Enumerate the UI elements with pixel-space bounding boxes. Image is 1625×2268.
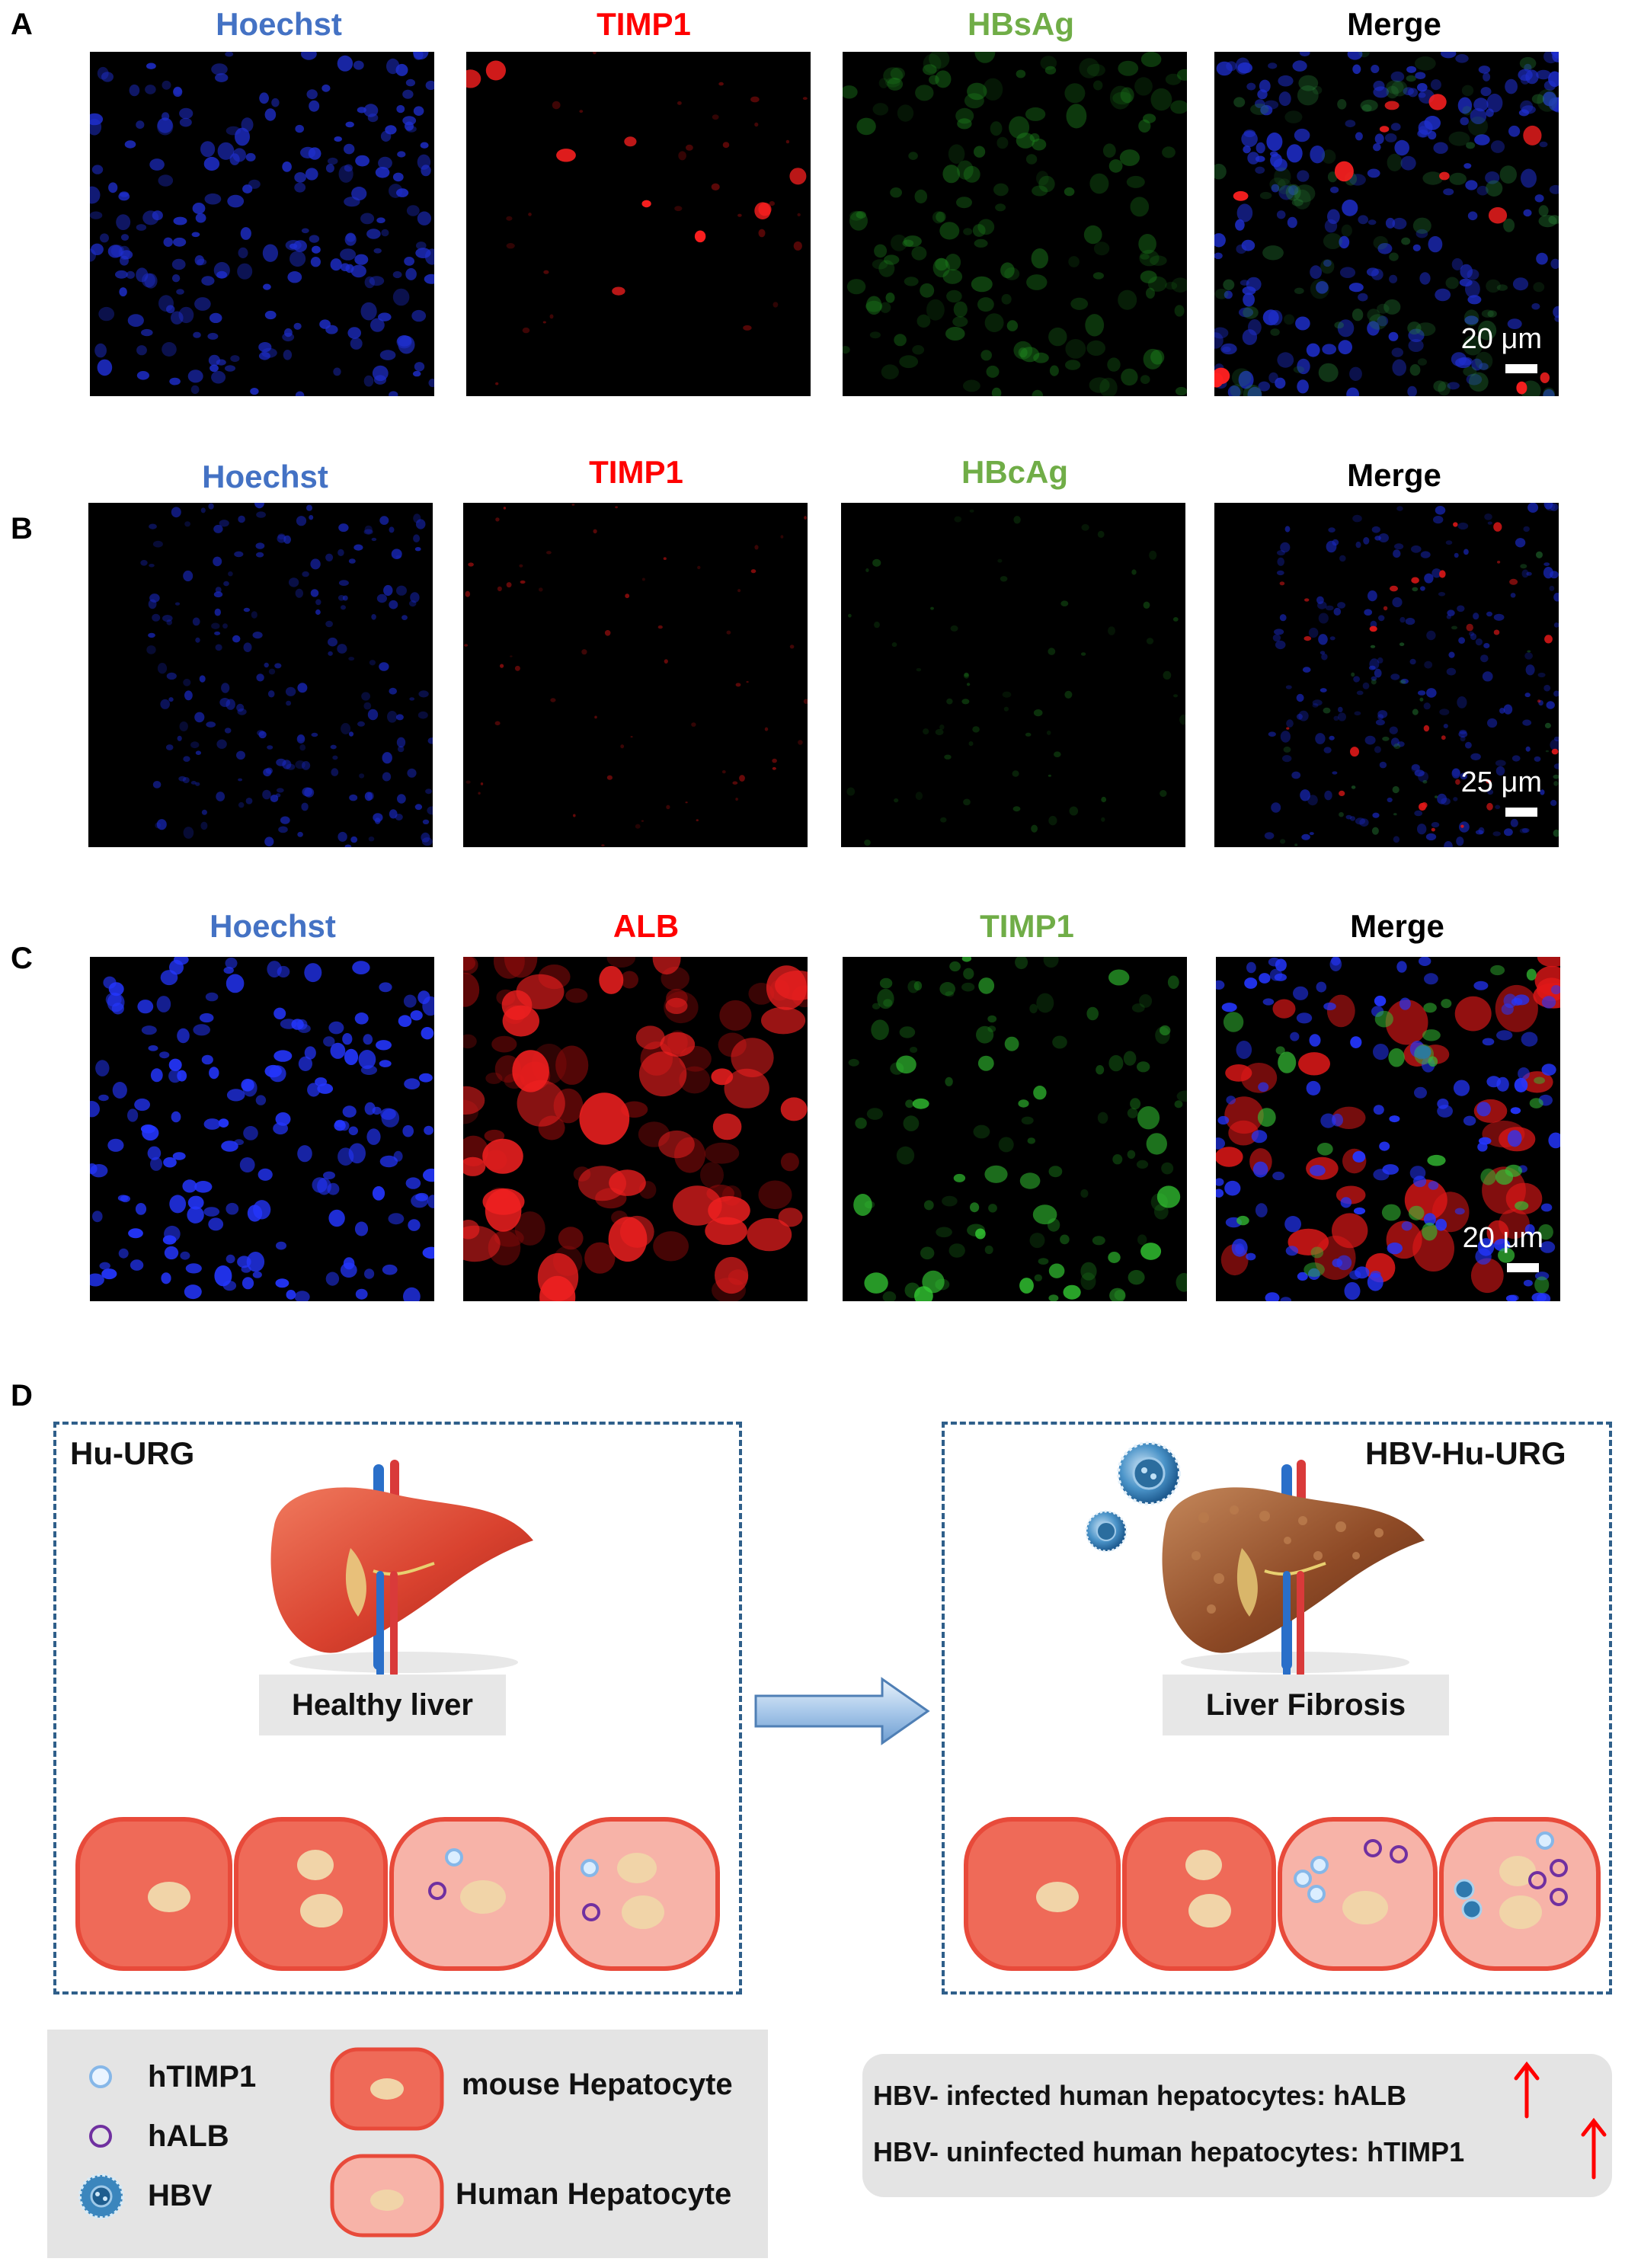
left-cell-row <box>75 1817 720 1971</box>
mouse-hepatocyte-legend-icon <box>330 2047 444 2131</box>
panel-label-c: C <box>11 942 33 975</box>
legend-human-hepatocyte-label: Human Hepatocyte <box>456 2177 732 2211</box>
liver-fibrosis-tag: Liver Fibrosis <box>1163 1675 1449 1735</box>
right-cell-row <box>964 1817 1601 1971</box>
title-c-timp1: TIMP1 <box>980 908 1074 944</box>
transition-arrow-icon <box>754 1677 930 1745</box>
healthy-liver-illustration <box>270 1460 533 1678</box>
legend-mouse-hepatocyte-label: mouse Hepatocyte <box>462 2068 733 2101</box>
human-hepatocyte-cell <box>389 1817 554 1971</box>
mouse-hepatocyte-cell <box>75 1817 232 1971</box>
panel-label-b: B <box>11 512 33 545</box>
micrograph-a-timp1 <box>466 52 811 396</box>
human-hepatocyte-legend-icon <box>330 2154 444 2238</box>
mouse-hepatocyte-cell <box>234 1817 388 1971</box>
hbv-marker-icon <box>78 2174 124 2219</box>
title-b-hbcag: HBcAg <box>961 454 1068 490</box>
human-hepatocyte-cell <box>555 1817 720 1971</box>
hbv-hu-urg-title: HBV-Hu-URG <box>1365 1435 1566 1471</box>
legend-halb-label: hALB <box>148 2119 229 2153</box>
hbv-hu-urg-box <box>942 1422 1612 1994</box>
micrograph-c-timp1 <box>843 957 1187 1301</box>
scale-bar-a <box>1505 364 1537 373</box>
hu-urg-title: Hu-URG <box>70 1435 195 1471</box>
htimp1-marker-icon <box>89 2065 112 2088</box>
mouse-hepatocyte-cell <box>1122 1817 1276 1971</box>
scale-bar-label-c: 20 μm <box>1462 1222 1543 1254</box>
micrograph-c-hoechst <box>90 957 434 1301</box>
scale-bar-c <box>1507 1263 1539 1272</box>
mouse-hepatocyte-cell <box>964 1817 1121 1971</box>
human-hepatocyte-cell <box>1439 1817 1601 1971</box>
micrograph-c-merge: 20 μm <box>1216 957 1560 1301</box>
human-hepatocyte-cell <box>1278 1817 1438 1971</box>
title-b-merge: Merge <box>1347 457 1441 493</box>
micrograph-b-merge: 25 μm <box>1214 503 1559 847</box>
summary-box <box>862 2054 1612 2197</box>
micrograph-b-hbcag <box>841 503 1185 847</box>
healthy-liver-tag: Healthy liver <box>259 1675 506 1735</box>
title-c-hoechst: Hoechst <box>210 908 336 944</box>
micrograph-a-hoechst <box>90 52 434 396</box>
scale-bar-label-b: 25 μm <box>1460 766 1542 798</box>
title-c-alb: ALB <box>613 908 680 944</box>
hu-urg-box <box>53 1422 742 1994</box>
title-c-merge: Merge <box>1350 908 1444 944</box>
summary-uninfected-text: HBV- uninfected human hepatocytes: hTIMP… <box>873 2136 1465 2167</box>
hbv-virion-icon <box>1085 1441 1181 1553</box>
title-a-hbsag: HBsAg <box>967 6 1074 42</box>
halb-marker-icon <box>89 2125 112 2148</box>
micrograph-a-merge: 20 μm <box>1214 52 1559 396</box>
summary-infected-text: HBV- infected human hepatocytes: hALB <box>873 2080 1407 2111</box>
micrograph-b-timp1 <box>463 503 808 847</box>
micrograph-c-alb <box>463 957 808 1301</box>
title-a-hoechst: Hoechst <box>216 6 342 42</box>
up-arrow-icon <box>1581 2117 1607 2180</box>
legend-htimp1-label: hTIMP1 <box>148 2060 257 2094</box>
title-a-merge: Merge <box>1347 6 1441 42</box>
fibrotic-liver-illustration <box>1162 1460 1425 1678</box>
panel-label-a: A <box>11 8 33 41</box>
up-arrow-icon <box>1514 2061 1540 2119</box>
title-a-timp1: TIMP1 <box>597 6 691 42</box>
panel-label-d: D <box>11 1379 33 1412</box>
micrograph-a-hbsag <box>843 52 1187 396</box>
title-b-hoechst: Hoechst <box>202 459 328 494</box>
legend-hbv-label: HBV <box>148 2179 213 2212</box>
scale-bar-label-a: 20 μm <box>1460 323 1542 355</box>
scale-bar-b <box>1505 808 1537 817</box>
micrograph-b-hoechst <box>88 503 433 847</box>
title-b-timp1: TIMP1 <box>589 454 683 490</box>
